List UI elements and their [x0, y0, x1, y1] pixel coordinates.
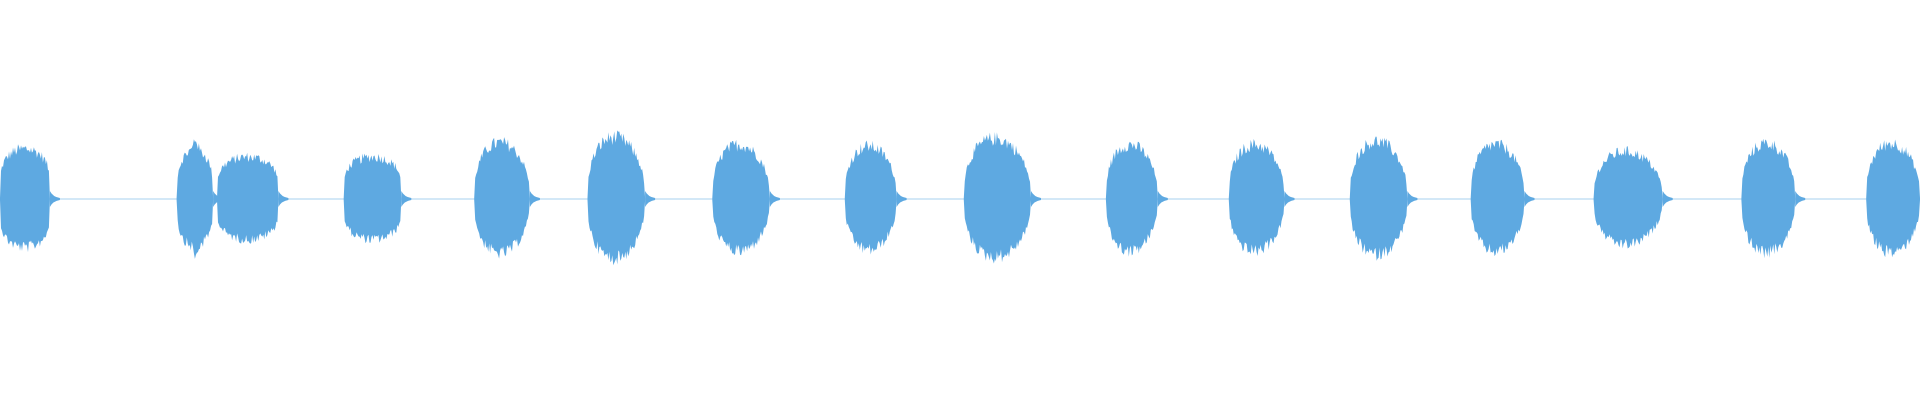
waveform-burst-15-tail — [1795, 191, 1806, 207]
waveform-burst-2 — [176, 139, 214, 259]
waveform-burst-16 — [1866, 139, 1920, 258]
waveform-burst-8 — [844, 140, 897, 255]
waveform-burst-12 — [1349, 136, 1408, 261]
waveform-burst-3 — [217, 152, 279, 244]
waveform-burst-7-tail — [769, 191, 780, 207]
waveform-burst-14-tail — [1662, 191, 1673, 207]
waveform-burst-1-tail — [49, 191, 60, 207]
waveform-burst-13 — [1470, 139, 1525, 257]
waveform-burst-15 — [1741, 138, 1796, 259]
waveform-burst-10 — [1105, 141, 1158, 257]
waveform-burst-4-tail — [401, 191, 412, 207]
waveform-burst-11 — [1228, 139, 1285, 256]
waveform-burst-5-tail — [529, 191, 540, 207]
waveform-burst-10-tail — [1157, 191, 1168, 207]
waveform-burst-3-tail — [278, 191, 289, 207]
waveform-burst-9 — [963, 132, 1031, 264]
waveform-burst-12-tail — [1407, 191, 1418, 207]
waveform-burst-11-tail — [1284, 191, 1295, 207]
waveform-burst-1 — [0, 144, 50, 253]
waveform-burst-7 — [712, 139, 770, 256]
waveform-bursts — [0, 130, 1920, 266]
waveform-burst-5 — [474, 137, 530, 259]
waveform-burst-6 — [587, 130, 646, 266]
waveform-burst-13-tail — [1524, 191, 1535, 207]
waveform-burst-14 — [1593, 146, 1663, 249]
waveform-burst-8-tail — [896, 191, 907, 207]
waveform-burst-9-tail — [1031, 191, 1041, 207]
waveform-burst-4 — [343, 153, 402, 244]
waveform-burst-6-tail — [645, 191, 656, 207]
